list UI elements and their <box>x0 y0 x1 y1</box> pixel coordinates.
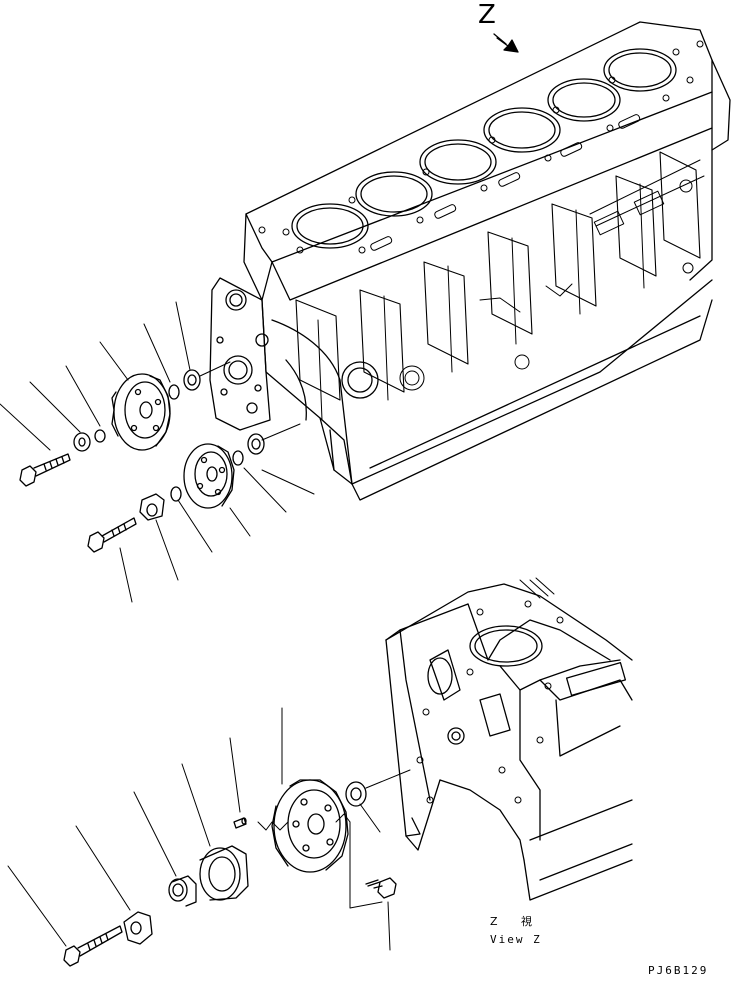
view-caption-japanese: Z 視 <box>490 915 543 928</box>
thrust-washer-2 <box>248 434 264 454</box>
o-ring-2 <box>233 451 243 465</box>
idler-gear-small <box>184 444 234 508</box>
o-ring-1 <box>169 385 179 399</box>
thrust-plate-1 <box>74 433 90 451</box>
thrust-plate-view-z <box>124 912 152 944</box>
o-ring-4 <box>171 487 181 501</box>
cylinder-block-view-z <box>386 578 632 900</box>
leader-lines-upper <box>0 302 314 602</box>
bolt-view-z-1 <box>64 926 122 966</box>
view-direction-arrow <box>494 34 518 52</box>
thrust-washer-view-z <box>346 782 366 806</box>
bolt-upper-1 <box>20 454 70 486</box>
idler-gear-large <box>112 374 170 450</box>
bolt-upper-2 <box>88 518 136 552</box>
leader-lines-view-z <box>8 708 390 950</box>
thrust-plate-2 <box>140 494 164 520</box>
idler-gear-view-z <box>272 780 348 872</box>
dowel-pin <box>234 818 246 828</box>
bolt-view-z-2 <box>366 878 396 898</box>
thrust-washer-1 <box>184 370 200 390</box>
view-direction-label: Z <box>478 0 496 30</box>
o-ring-3 <box>95 430 105 442</box>
cylinder-block-upper <box>210 22 730 500</box>
bearing-view-z <box>200 846 248 900</box>
drawing-number: PJ6B129 <box>648 964 709 977</box>
view-caption-english: View Z <box>490 933 542 946</box>
grouping-lines-view-z <box>258 770 410 908</box>
bushing-view-z <box>169 876 196 906</box>
